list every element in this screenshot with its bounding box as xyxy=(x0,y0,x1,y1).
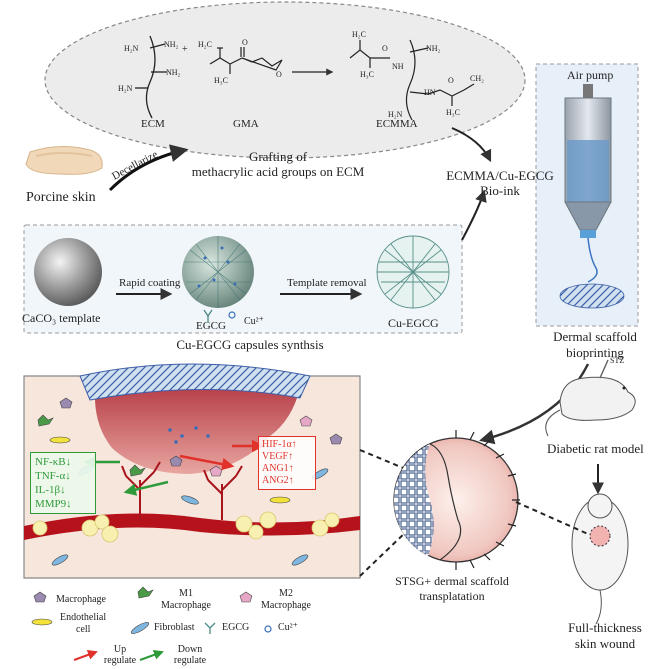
legend-icons xyxy=(31,586,272,661)
cu-symbol xyxy=(228,311,236,319)
chem-ecmma-o2: O xyxy=(448,76,454,85)
transplant-label-line2: transplatation xyxy=(419,589,485,603)
synthesis-title: Cu-EGCG capsules synthsis xyxy=(176,337,324,352)
gma-structure xyxy=(209,47,283,74)
wound-rat-image xyxy=(571,493,629,625)
plus-sign: + xyxy=(182,44,188,55)
egcg-label: EGCG xyxy=(196,320,226,332)
legend-m1-line2: Macrophage xyxy=(161,600,211,611)
diabetic-rat-image xyxy=(545,359,636,437)
wound-label-line1: Full-thickness xyxy=(568,620,642,635)
wound-cross-section xyxy=(23,363,361,579)
chem-ecmma-o: O xyxy=(382,44,388,53)
down-marker-nfkb: NF-κB↓ xyxy=(35,456,72,468)
up-marker-vegf: VEGF↑ xyxy=(262,451,294,462)
legend-m1-line1: M1 xyxy=(179,588,193,599)
cu-egcg-label: Cu-EGCG xyxy=(388,316,439,330)
down-marker-tnfa: TNF-α↓ xyxy=(35,470,71,482)
zoom-line-bottom xyxy=(359,529,409,577)
chem-ecm-h2n-2: H₂N xyxy=(118,84,133,93)
chem-gma-o: O xyxy=(242,38,248,47)
up-marker-ang1: ANG1↑ xyxy=(262,463,294,474)
down-marker-il1b: IL-1β↓ xyxy=(35,484,66,496)
box-to-bioink-arrow xyxy=(461,189,487,241)
chem-ecmma-nh: NH xyxy=(392,62,404,71)
syringe xyxy=(564,97,612,283)
wound-label-line2: skin wound xyxy=(574,636,636,651)
down-marker-mmp9: MMP9↓ xyxy=(35,498,72,510)
wound-zoom-line xyxy=(515,501,589,535)
chem-ecmma-ch2: CH₂ xyxy=(470,74,484,83)
chem-gma-h3c: H₃C xyxy=(214,76,228,85)
printer-caption-line2: bioprinting xyxy=(566,345,624,360)
legend-fibroblast: Fibroblast xyxy=(154,622,195,633)
upregulated-markers-box: HIF-1α↑ VEGF↑ ANG1↑ ANG2↑ xyxy=(258,436,316,490)
ecm-structure xyxy=(135,35,167,119)
bioink-line1: ECMMA/Cu-EGCG xyxy=(446,168,554,183)
chem-ecmma-h3c: H₃C xyxy=(360,70,374,79)
ecm-label: ECM xyxy=(141,118,165,130)
legend-up-line2: regulate xyxy=(103,655,137,666)
legend-cu: Cu²⁺ xyxy=(278,622,298,633)
transplant-circle xyxy=(393,430,520,570)
chem-gma-h2c: H₂C xyxy=(198,40,212,49)
chem-ecmma-h3c-2: H₃C xyxy=(446,108,460,117)
printer-to-transplant-arrow xyxy=(479,363,590,445)
coated-sphere xyxy=(182,236,254,308)
legend-down-line2: regulate xyxy=(173,655,207,666)
grafting-title-line2: methacrylic acid groups on ECM xyxy=(191,164,365,179)
printer-caption-line1: Dermal scaffold xyxy=(553,329,637,344)
chem-ecmma-hn: HN xyxy=(424,88,436,97)
up-marker-ang2: ANG2↑ xyxy=(262,475,294,486)
gma-label: GMA xyxy=(233,118,259,130)
air-pump-label: Air pump xyxy=(567,68,614,82)
chem-ecm-h2n-1: H₂N xyxy=(124,44,139,53)
chem-ecm-nh2-2: NH₂ xyxy=(166,68,181,77)
chem-ecmma-h2c: H₂C xyxy=(352,30,366,39)
decellarize-arrow xyxy=(108,144,189,192)
legend-endothelial-line2: cell xyxy=(76,624,91,635)
stz-label: STZ xyxy=(610,356,625,365)
cu-label: Cu²⁺ xyxy=(244,316,264,327)
printed-scaffold xyxy=(559,283,625,309)
cu-egcg-capsule xyxy=(376,235,450,309)
downregulated-markers-box: NF-κB↓ TNF-α↓ IL-1β↓ MMP9↓ xyxy=(30,452,96,514)
legend-endothelial-line1: Endothelial xyxy=(60,612,107,623)
transplant-label-line1: STSG+ dermal scaffold xyxy=(395,574,509,588)
chemistry-ellipse xyxy=(44,1,526,159)
chem-ecmma-nh2: NH₂ xyxy=(426,44,441,53)
diabetic-rat-label: Diabetic rat model xyxy=(547,441,644,456)
porcine-skin-label: Porcine skin xyxy=(26,190,96,205)
ellipse-to-bioink-arrow xyxy=(451,127,492,163)
egcg-symbol xyxy=(203,309,213,322)
zoom-line-top xyxy=(359,449,409,471)
rapid-coating-label: Rapid coating xyxy=(119,277,181,289)
chem-gma-epoxide-o: O xyxy=(276,70,282,79)
caco3-sphere xyxy=(34,238,102,306)
legend-m2-line1: M2 xyxy=(279,588,293,599)
legend-up-line1: Up xyxy=(113,644,127,655)
porcine-skin-image xyxy=(25,146,103,175)
legend-m2-line2: Macrophage xyxy=(261,600,311,611)
grafting-title-line1: Grafting of xyxy=(248,149,308,164)
bioink-line2: Bio-ink xyxy=(480,183,520,198)
legend-down-line1: Down xyxy=(177,644,203,655)
up-marker-hif1a: HIF-1α↑ xyxy=(262,439,297,450)
ecmma-structure xyxy=(349,39,475,121)
template-removal-label: Template removal xyxy=(287,277,367,289)
chem-ecm-nh2-1: NH₂ xyxy=(164,40,179,49)
caco3-label: CaCO₃ template xyxy=(22,311,101,325)
legend-macrophage: Macrophage xyxy=(56,594,106,605)
legend-egcg: EGCG xyxy=(222,622,250,633)
ecmma-label: ECMMA xyxy=(376,118,418,130)
chem-ecmma-h2n: H₂N xyxy=(388,110,403,119)
